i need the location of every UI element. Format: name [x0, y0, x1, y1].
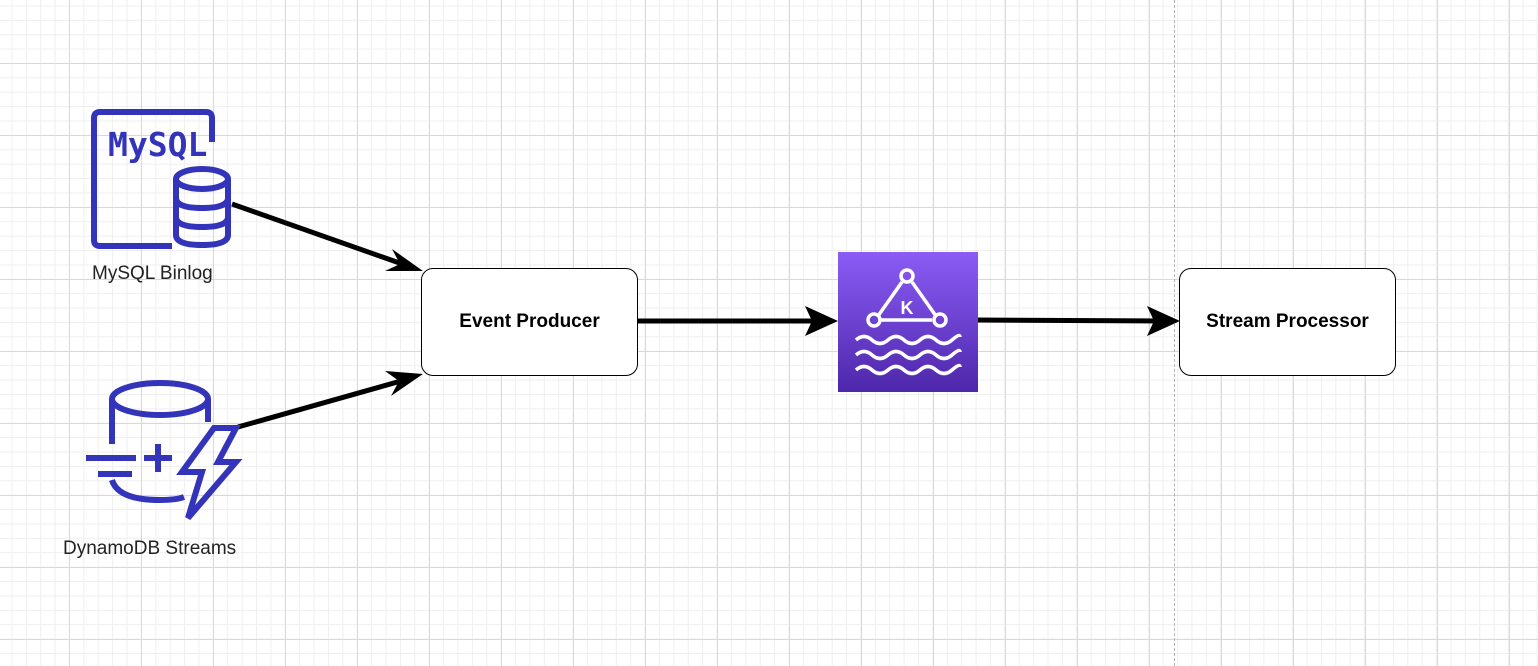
arrow-mysql-to-producer — [231, 201, 409, 269]
stream-processor-label: Stream Processor — [1206, 311, 1369, 332]
kafka-icon-letter: K — [901, 298, 914, 318]
mysql-binlog-label: MySQL Binlog — [92, 263, 213, 284]
event-producer-label: Event Producer — [459, 311, 600, 332]
arrow-kafka-to-processor — [974, 317, 1161, 324]
dashed-divider — [1174, 0, 1175, 666]
arrowhead-mysql — [385, 249, 423, 271]
mysql-database-icon: MySQL — [91, 109, 231, 249]
stream-processor-box[interactable]: Stream Processor — [1179, 268, 1396, 376]
event-producer-box[interactable]: Event Producer — [421, 268, 638, 376]
arrowhead-producer — [805, 306, 838, 336]
dynamodb-streams-label: DynamoDB Streams — [63, 538, 237, 559]
dynamodb-streams-icon — [86, 380, 243, 520]
arrowhead-processor — [1147, 306, 1180, 336]
arrowhead-dynamodb — [385, 371, 423, 396]
arrow-dynamodb-to-producer — [237, 376, 409, 430]
mysql-icon-text: MySQL — [108, 125, 207, 164]
kafka-streaming-icon: K — [838, 252, 978, 392]
